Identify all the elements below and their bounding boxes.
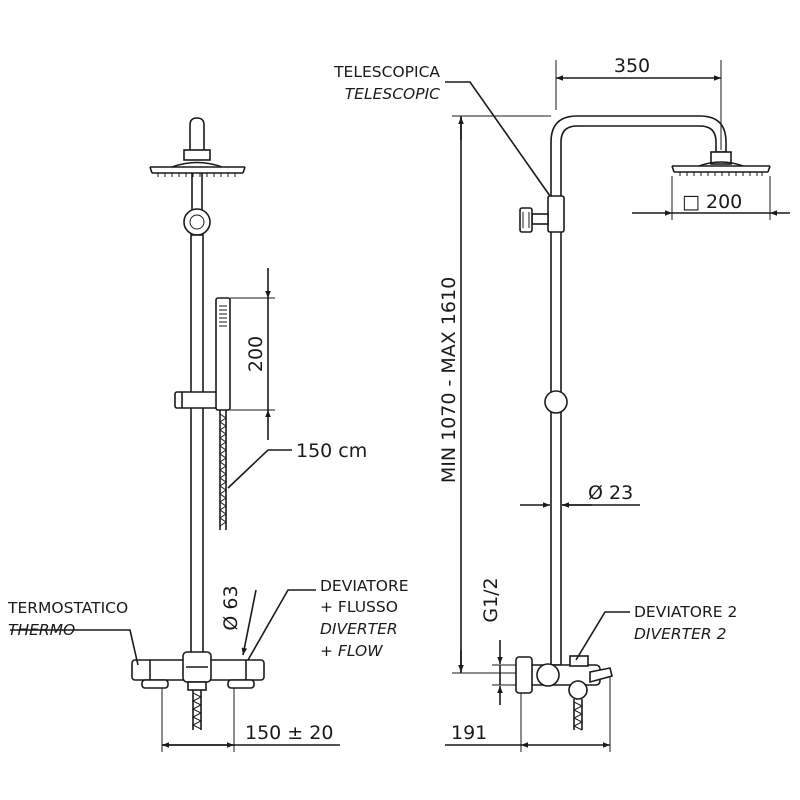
side-mixer (515, 655, 613, 731)
thread-value: G1/2 (480, 577, 502, 622)
front-shower-head (149, 117, 246, 212)
hose-length-value: 150 cm (296, 440, 367, 462)
wall-distance-value: 191 (451, 722, 487, 744)
dim-pipe-diameter: Ø 23 (520, 482, 640, 508)
diverter-flow-callout: DEVIATORE + FLUSSO DIVERTER + FLOW (247, 577, 409, 661)
front-riser-pipe (190, 234, 204, 661)
diverter-label-en-1: DIVERTER (320, 620, 398, 638)
diverter-label-it-2: + FLUSSO (320, 598, 398, 616)
diverter-diameter-callout: Ø 63 (220, 585, 257, 656)
diverter2-label-en: DIVERTER 2 (634, 625, 727, 643)
telescopic-joint (519, 195, 565, 233)
telescopic-label-it: TELESCOPICA (333, 63, 440, 81)
side-shower-head (671, 151, 771, 176)
handshower-height-value: 200 (245, 336, 267, 372)
hose-length-callout: 150 cm (227, 440, 367, 489)
thermostatic-callout: TERMOSTATICO THERMO (7, 599, 139, 666)
dim-head-size: □ 200 (632, 176, 790, 220)
thermostatic-mixer-bar (131, 651, 265, 691)
front-joint-ring (183, 208, 211, 236)
dim-thread: G1/2 (480, 577, 516, 705)
pipe-diameter-value: Ø 23 (588, 482, 633, 504)
diverter2-label-it: DEVIATORE 2 (634, 603, 737, 621)
dim-wall-distance: 191 (445, 676, 611, 752)
thermostatic-label-it: TERMOSTATICO (7, 599, 128, 617)
diverter-label-en-2: + FLOW (320, 642, 383, 660)
front-view: 200 150 cm Ø 63 (7, 117, 409, 752)
diverter-label-it-1: DEVIATORE (320, 577, 409, 595)
hand-shower (215, 297, 231, 411)
side-view: 350 □ 200 TELESCOPICA TELESCOPIC MIN 107… (333, 55, 790, 752)
height-range-value: MIN 1070 - MAX 1610 (438, 277, 460, 483)
connection-spacing-value: 150 ± 20 (245, 722, 333, 744)
diverter-diameter-value: Ø 63 (220, 585, 242, 630)
head-size-value: □ 200 (682, 191, 742, 213)
telescopic-callout: TELESCOPICA TELESCOPIC (333, 63, 551, 197)
shower-hose (219, 410, 227, 530)
side-slider (544, 390, 568, 414)
thermostatic-label-en: THERMO (8, 621, 75, 639)
dim-height-range: MIN 1070 - MAX 1610 (438, 115, 551, 674)
arm-length-value: 350 (614, 55, 650, 77)
dim-connection-spacing: 150 ± 20 (161, 688, 340, 752)
dim-arm-length: 350 (555, 55, 722, 150)
diverter2-callout: DEVIATORE 2 DIVERTER 2 (575, 603, 737, 661)
bottom-hose (191, 690, 203, 730)
dim-handshower-height: 200 (230, 268, 275, 440)
telescopic-label-en: TELESCOPIC (345, 85, 440, 103)
